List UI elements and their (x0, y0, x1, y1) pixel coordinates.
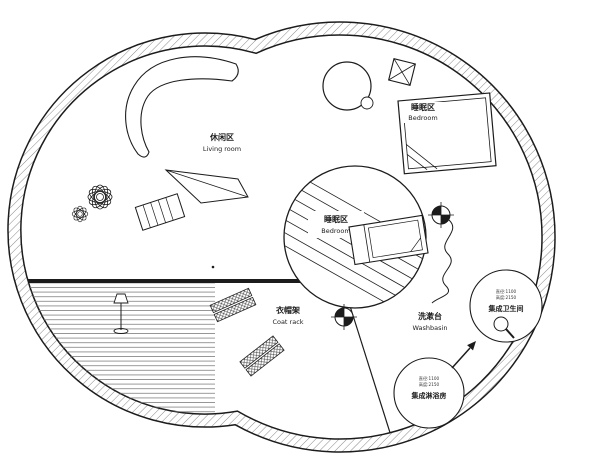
bathroom-pod-title: 集成卫生间 (488, 304, 524, 313)
survey-marker-icon (428, 202, 454, 228)
bedroom-right-label-zh: 睡眠区 (411, 102, 435, 112)
floor-mat (134, 193, 186, 231)
plant-icon (87, 184, 113, 210)
bedroom-right-label-en: Bedroom (408, 114, 437, 122)
coat-rack-label-zh: 衣帽架 (276, 305, 300, 315)
deck-hatch-area (24, 283, 215, 440)
washbasin-label-zh: 洗漱台 (418, 311, 442, 321)
bedroom-center-label-en: Bedroom (321, 227, 350, 235)
toilet-fixture-icon (493, 316, 515, 339)
coffee-table (164, 169, 249, 204)
round-table (322, 61, 372, 111)
crossed-box-icon (387, 57, 417, 87)
washbasin-label-en: Washbasin (413, 324, 448, 332)
bathroom-pod: 直径:1100 高度:2150 集成卫生间 (469, 269, 543, 343)
survey-marker-icon (331, 304, 357, 330)
direction-arrow-icon (451, 341, 476, 369)
lamp-icon (113, 293, 129, 334)
shower-pod: 直径:1100 高度:2150 集成淋浴房 (393, 357, 465, 429)
shower-pod-title: 集成淋浴房 (411, 391, 447, 400)
bedroom-center-label-zh: 睡眠区 (324, 214, 348, 224)
shower-pod-spec1: 直径:1100 (419, 375, 440, 381)
coat-rack-label-en: Coat rack (272, 318, 303, 326)
bathroom-pod-spec1: 直径:1100 (496, 288, 517, 294)
shower-pod-spec2: 高度:2150 (419, 381, 440, 388)
partition-line-washroom (349, 305, 399, 440)
curved-sofa (125, 56, 239, 158)
living-room-label-en: Living room (203, 145, 241, 153)
dot-marker (211, 265, 215, 269)
bathroom-pod-spec2: 高度:2150 (496, 294, 517, 301)
bed-center (348, 214, 429, 266)
curtain-squiggle (431, 219, 454, 304)
living-room-label-zh: 休闲区 (209, 132, 234, 142)
coat-rack-shelf (209, 287, 257, 323)
stool (360, 96, 374, 110)
coat-rack-shelf (239, 335, 285, 377)
bedroom-right-label-chip (402, 102, 444, 123)
